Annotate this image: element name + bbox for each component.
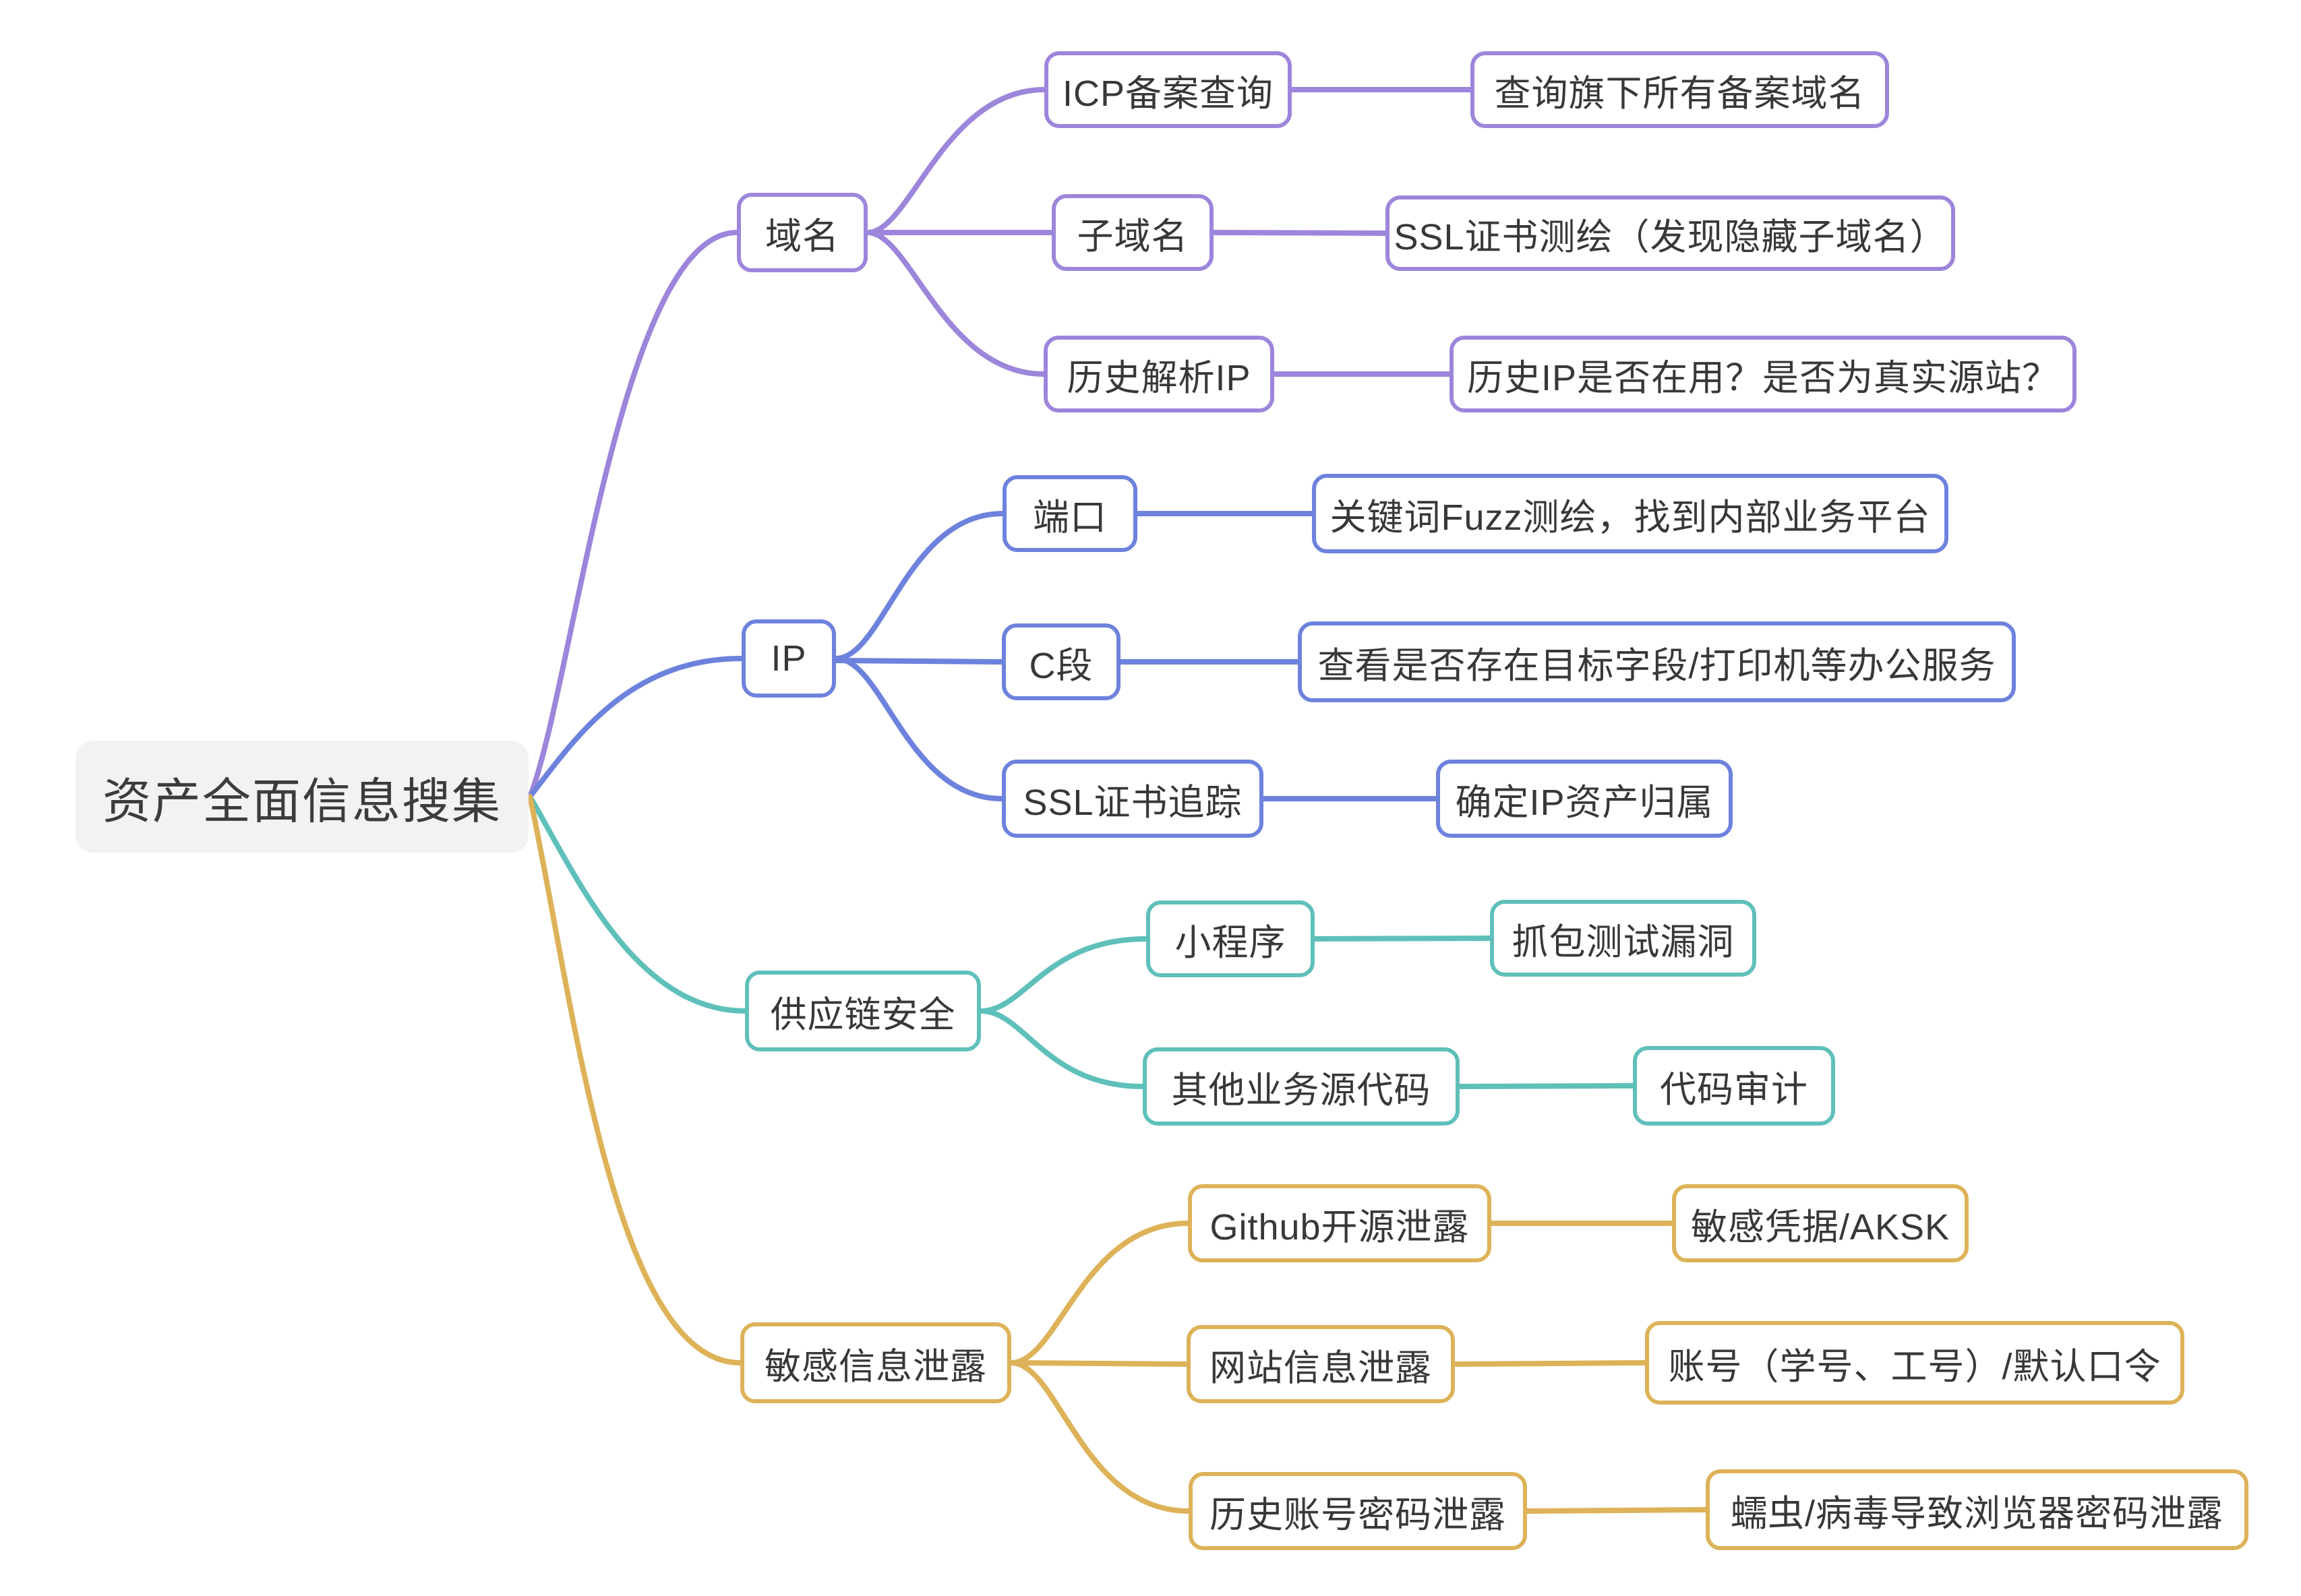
node-code-audit[interactable]: 代码审计 — [1633, 1046, 1835, 1126]
branch-supply-chain-connectors — [527, 794, 1636, 1089]
node-ip-ownership[interactable]: 确定IP资产归属 — [1436, 760, 1733, 838]
node-icp-record-lookup[interactable]: ICP备案查询 — [1044, 51, 1292, 128]
node-website-info-leak[interactable]: 网站信息泄露 — [1187, 1325, 1455, 1403]
connector-ip-port — [833, 511, 1005, 661]
connector-ip-ssl-tracking — [833, 656, 1005, 801]
connector-root-sensitive-leak — [527, 794, 743, 1365]
connector-root-supply-chain — [527, 794, 748, 1014]
node-c-segment[interactable]: C段 — [1002, 623, 1120, 700]
node-historical-ip-check[interactable]: 历史IP是否在用？是否为真实源站？ — [1450, 336, 2076, 412]
connector-ip-c-segment — [833, 658, 1005, 665]
branch-domain[interactable]: 域名 — [737, 193, 868, 272]
branch-supply-chain[interactable]: 供应链安全 — [745, 971, 981, 1051]
connector-password-worm — [1524, 1507, 1708, 1514]
connector-supply-other-code — [978, 1008, 1145, 1089]
branch-ip-connectors — [527, 511, 1439, 801]
node-registered-domains-result[interactable]: 查询旗下所有备案域名 — [1470, 51, 1889, 128]
node-ssl-cert-tracking[interactable]: SSL证书追踪 — [1002, 760, 1263, 838]
node-other-source-code[interactable]: 其他业务源代码 — [1143, 1047, 1460, 1126]
connector-supply-mini-program — [978, 936, 1149, 1014]
connector-leak-website — [1009, 1360, 1189, 1367]
node-keyword-fuzz[interactable]: 关键词Fuzz测绘，找到内部业务平台 — [1312, 474, 1948, 553]
node-historical-password-leak[interactable]: 历史账号密码泄露 — [1189, 1472, 1527, 1550]
node-subdomain[interactable]: 子域名 — [1052, 194, 1214, 271]
connector-leak-github — [1009, 1221, 1191, 1365]
root-node[interactable]: 资产全面信息搜集 — [76, 741, 529, 853]
node-sensitive-credentials[interactable]: 敏感凭据/AKSK — [1672, 1184, 1969, 1262]
connector-domain-icp — [865, 87, 1047, 235]
connector-leak-historical-password — [1009, 1360, 1191, 1514]
connector-website-accounts — [1452, 1360, 1648, 1367]
node-packet-capture-test[interactable]: 抓包测试漏洞 — [1490, 900, 1756, 977]
connector-mini-program-capture — [1312, 935, 1493, 942]
node-mini-program[interactable]: 小程序 — [1146, 900, 1315, 977]
branch-sensitive-leak-connectors — [527, 794, 1708, 1514]
node-c-segment-check[interactable]: 查看是否存在目标字段/打印机等办公服务 — [1298, 621, 2016, 702]
connector-domain-historical-ip — [865, 230, 1046, 377]
node-port[interactable]: 端口 — [1003, 475, 1137, 552]
node-historical-dns-ip[interactable]: 历史解析IP — [1044, 336, 1274, 412]
connector-root-domain — [527, 230, 740, 799]
branch-sensitive-leak[interactable]: 敏感信息泄露 — [740, 1322, 1011, 1403]
node-ssl-cert-mapping[interactable]: SSL证书测绘（发现隐藏子域名） — [1385, 195, 1955, 271]
node-github-leak[interactable]: Github开源泄露 — [1188, 1184, 1491, 1262]
connector-root-ip — [527, 656, 744, 799]
branch-ip[interactable]: IP — [742, 619, 836, 698]
branch-domain-connectors — [527, 87, 1473, 799]
node-worm-browser-password-leak[interactable]: 蠕虫/病毒导致浏览器密码泄露 — [1706, 1469, 2248, 1550]
node-account-default-password[interactable]: 账号（学号、工号）/默认口令 — [1645, 1321, 2184, 1405]
